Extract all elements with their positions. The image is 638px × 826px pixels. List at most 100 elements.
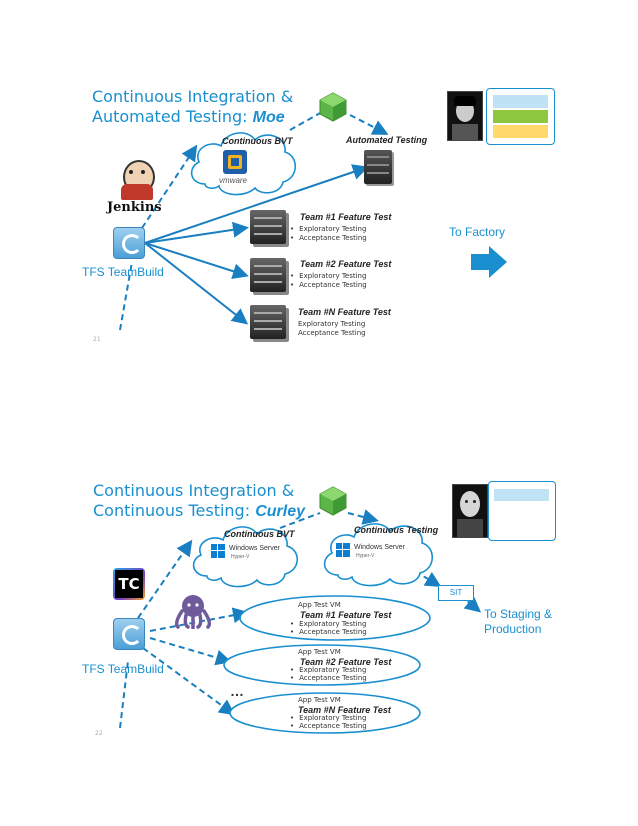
- sit-box: SIT: [438, 585, 474, 601]
- portrait-moe: [447, 91, 483, 141]
- vmware-icon: [223, 150, 247, 174]
- legend-box-2: [488, 481, 556, 541]
- right-arrow-icon: [471, 246, 507, 278]
- jenkins-icon: [117, 160, 157, 200]
- dashed-line-gem: [289, 111, 323, 131]
- vm-n-title: Team #N Feature Test: [298, 705, 391, 715]
- slide-title-2: Continuous Integration & Continuous Test…: [93, 481, 305, 522]
- octopus-icon: [174, 595, 212, 629]
- vm-n-item-2: Acceptance Testing: [290, 722, 367, 731]
- team-1-title: Team #1 Feature Test: [300, 212, 392, 222]
- dashed-arrow-vm2: [149, 637, 232, 666]
- team-2-title: Team #2 Feature Test: [300, 259, 392, 269]
- to-staging-label: To Staging & Production: [484, 607, 552, 637]
- ellipsis: …: [230, 683, 244, 699]
- tfs-teambuild-label-2: TFS TeamBuild: [82, 662, 164, 676]
- gem-icon: [319, 92, 347, 122]
- windows-logo-icon-2: [336, 543, 350, 557]
- arrow-automated: [144, 164, 369, 244]
- dashed-line-bottom-2: [119, 660, 129, 729]
- legend-swatch-1: [493, 95, 548, 108]
- title2-emphasis: Curley: [255, 503, 305, 520]
- vmware-logo-text: vmware: [219, 176, 248, 185]
- slide-title: Continuous Integration & Automated Testi…: [92, 87, 293, 128]
- server-icon-automated: [364, 150, 392, 184]
- title2-line-2: Continuous Testing: Curley: [93, 501, 305, 522]
- tfs-teambuild-icon[interactable]: [113, 227, 145, 259]
- title2-line-1: Continuous Integration &: [93, 481, 295, 500]
- team-server-2: [250, 258, 286, 292]
- sit-label: SIT: [449, 588, 463, 597]
- arrow-team-2: [144, 242, 249, 279]
- legend-swatch-2: [493, 110, 548, 123]
- to-factory-label: To Factory: [449, 225, 506, 239]
- cloud2-label: Continuous Testing: [354, 525, 439, 535]
- slide-moe: Continuous Integration & Automated Testi…: [0, 0, 638, 413]
- gem-icon-2: [319, 486, 347, 516]
- portrait-curley: [452, 484, 488, 538]
- vm-2-title: Team #2 Feature Test: [300, 657, 392, 667]
- vm-1-item-2: Acceptance Testing: [290, 628, 367, 637]
- team-1-item-1: Exploratory Testing: [290, 225, 366, 234]
- vm-1-name: App Test VM: [298, 601, 341, 609]
- page-number: 21: [93, 336, 101, 343]
- team-2-item-1: Exploratory Testing: [290, 272, 366, 281]
- team-n-item-1: Exploratory Testing: [298, 320, 366, 328]
- connector-layer: [119, 111, 389, 331]
- automated-testing-label: Automated Testing: [346, 135, 428, 145]
- title-line-1: Continuous Integration &: [92, 87, 294, 106]
- vm-cloud-n: [229, 692, 421, 734]
- dashed-arrow-automated: [349, 114, 389, 135]
- vm-2-item-2: Acceptance Testing: [290, 674, 367, 683]
- vm-n-name: App Test VM: [298, 696, 341, 704]
- legend2-swatch-1: [494, 489, 549, 501]
- to-staging-line-1: To Staging &: [484, 607, 553, 621]
- dashed-arrow-vm1: [149, 607, 249, 632]
- to-staging-line-2: Production: [484, 622, 542, 636]
- dashed-arrow-ct: [347, 509, 379, 525]
- vm-2-name: App Test VM: [298, 648, 341, 656]
- arrow-team-1: [144, 221, 249, 244]
- tc-label: TC: [115, 570, 143, 598]
- dashed-arrow-bvt-2: [137, 539, 193, 619]
- cloud-continuous-testing: [323, 523, 434, 587]
- title2-prefix: Continuous Testing:: [93, 501, 256, 520]
- dashed-line-gem-2: [279, 512, 321, 529]
- vm-1-title: Team #1 Feature Test: [300, 610, 392, 620]
- cloud-label: Continuous BVT: [222, 136, 293, 146]
- vm-2-item-1: Exploratory Testing: [290, 666, 366, 675]
- cloud1-label: Continuous BVT: [224, 529, 295, 539]
- slide-curley: Continuous Integration & Continuous Test…: [0, 413, 638, 826]
- legend-swatch-3: [493, 125, 548, 138]
- vm-cloud-2: [223, 644, 421, 686]
- hyperv-label: Hyper-V: [231, 554, 250, 560]
- jenkins-label: Jenkins: [107, 200, 162, 215]
- legend-box: [486, 88, 555, 145]
- tfs-teambuild-icon-2[interactable]: [113, 618, 145, 650]
- hyperv-label-2: Hyper-V: [356, 553, 375, 559]
- title-prefix: Automated Testing:: [92, 107, 253, 126]
- title-emphasis: Moe: [252, 109, 285, 126]
- vm-cloud-1: [239, 595, 431, 641]
- team-n-item-2: Acceptance Testing: [298, 329, 366, 337]
- page-number-2: 22: [95, 730, 103, 737]
- dashed-arrow-bvt: [141, 144, 198, 229]
- dashed-arrow-vmn: [142, 647, 236, 716]
- title-line-2: Automated Testing: Moe: [92, 107, 293, 128]
- team-server-n: [250, 305, 286, 339]
- team-n-title: Team #N Feature Test: [298, 307, 391, 317]
- windows-server-label-2: Windows Server: [354, 544, 405, 551]
- team-server-1: [250, 210, 286, 244]
- team-2-item-2: Acceptance Testing: [290, 281, 367, 290]
- connector-layer-2: [119, 509, 482, 734]
- arrow-team-n: [144, 242, 249, 325]
- vm-1-item-1: Exploratory Testing: [290, 620, 366, 629]
- windows-server-label: Windows Server: [229, 545, 280, 552]
- team-1-item-2: Acceptance Testing: [290, 234, 367, 243]
- cloud-continuous-bvt-2: [192, 526, 299, 588]
- dashed-line-bottom: [119, 261, 133, 331]
- teamcity-icon: TC: [113, 568, 145, 600]
- windows-logo-icon: [211, 544, 225, 558]
- vm-n-item-1: Exploratory Testing: [290, 714, 366, 723]
- tfs-teambuild-label: TFS TeamBuild: [82, 265, 164, 279]
